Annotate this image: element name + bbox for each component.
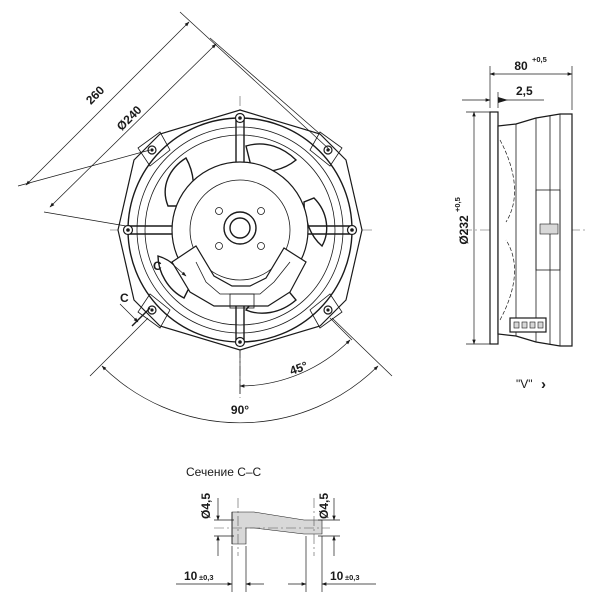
- dim-pos-left-tolerance: ±0,3: [199, 573, 214, 582]
- dim-flange: 2,5: [462, 84, 544, 108]
- hub-bolt-holes: [215, 207, 265, 250]
- dim-hole-right: Ø4,5: [317, 493, 340, 556]
- dim-hole-right-label: Ø4,5: [317, 493, 331, 519]
- dim-pos-left: 10 ±0,3: [176, 546, 264, 592]
- dim-pos-right: 10 ±0,3: [288, 536, 376, 592]
- side-terminal-strip: [509, 317, 547, 333]
- side-view: 80 +0,5 2,5 Ø232 +0,5 "V" ›: [453, 55, 588, 393]
- view-v-label: "V": [516, 377, 533, 391]
- side-shaft: [539, 223, 559, 235]
- angle-45-label: 45°: [288, 358, 310, 377]
- dim-side-diameter-tolerance: +0,5: [453, 197, 462, 212]
- dim-flange-label: 2,5: [516, 84, 533, 98]
- dim-pos-right-label: 10: [330, 569, 344, 583]
- section-mark-label-lower: C: [120, 291, 129, 305]
- dim-flange-arrow: [498, 97, 508, 103]
- dim-pos-left-label: 10: [184, 569, 198, 583]
- dim-overall-label: 260: [83, 83, 107, 107]
- side-front-flange: [489, 111, 499, 345]
- cable-outlet: [229, 293, 255, 309]
- dim-side-diameter-label: Ø232: [457, 215, 471, 245]
- dim-depth-label: 80: [514, 59, 528, 73]
- section-mark-c: C C: [119, 259, 187, 327]
- dim-depth: 80 +0,5: [489, 55, 573, 110]
- dim-hole-left-label: Ø4,5: [199, 493, 213, 519]
- dim-depth-tolerance: +0,5: [532, 55, 547, 64]
- terminal-box: [171, 245, 307, 307]
- hub-center-hole: [229, 217, 251, 239]
- dim-pos-right-tolerance: ±0,3: [345, 573, 360, 582]
- dim-hole-left: Ø4,5: [199, 493, 234, 556]
- dim-angle-90: 90°: [89, 317, 393, 424]
- front-view: 260 Ø240 C C 45° 90°: [17, 11, 393, 424]
- dim-side-diameter: Ø232 +0,5: [453, 111, 490, 345]
- hub-inner: [189, 179, 291, 281]
- section-mark-label-upper: C: [153, 259, 162, 273]
- side-motor-hub: [535, 189, 561, 271]
- section-title: Сечение С–С: [186, 465, 262, 479]
- angle-90-label: 90°: [231, 403, 249, 417]
- hub-center-ring: [223, 211, 257, 245]
- section-cc: Сечение С–С Ø4,5 Ø4,5 10: [176, 465, 376, 592]
- side-housing: [497, 113, 573, 347]
- view-v-arrow: ›: [541, 376, 546, 393]
- outer-ring-inner: [136, 126, 344, 334]
- venturi-ring: [144, 134, 336, 326]
